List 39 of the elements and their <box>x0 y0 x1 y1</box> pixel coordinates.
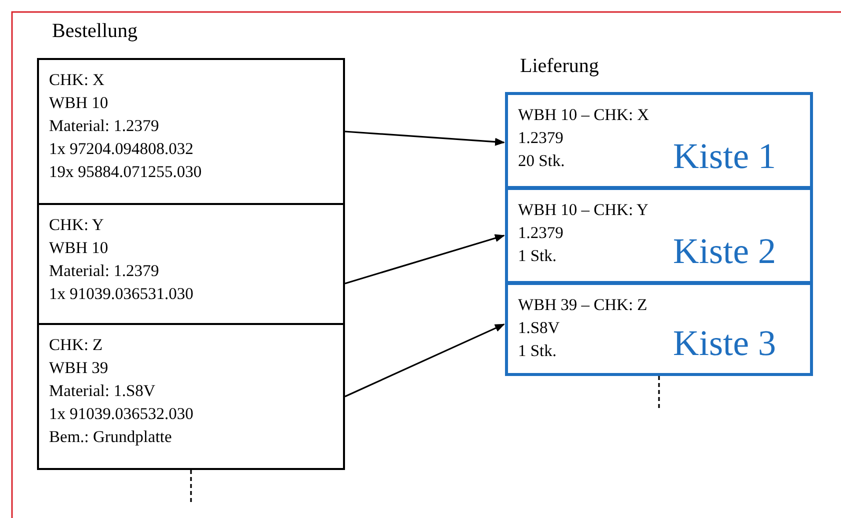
crate-number: Kiste 3 <box>673 323 776 363</box>
detail-text: 1.2379 <box>518 222 564 244</box>
group-heading: Bestellung <box>52 20 138 43</box>
detail-text: CHK: Y <box>49 214 104 236</box>
crate-box <box>505 92 813 189</box>
dashed-line <box>658 376 660 410</box>
detail-text: 1 Stk. <box>518 245 557 267</box>
detail-text: 1.S8V <box>518 317 560 339</box>
crate-number: Kiste 1 <box>673 136 776 176</box>
crate-number: Kiste 2 <box>673 231 776 271</box>
detail-text: WBH 39 – CHK: Z <box>518 294 648 316</box>
detail-text: WBH 10 <box>49 237 108 259</box>
detail-text: Bem.: Grundplatte <box>49 426 172 448</box>
detail-text: Material: 1.2379 <box>49 260 159 282</box>
detail-text: 1 Stk. <box>518 340 557 362</box>
crate-box <box>505 282 813 376</box>
detail-text: CHK: Z <box>49 334 103 356</box>
detail-text: 1x 91039.036532.030 <box>49 403 194 425</box>
arrow <box>344 234 505 284</box>
detail-text: WBH 39 <box>49 357 108 379</box>
dashed-line <box>190 470 192 504</box>
order-box <box>37 203 345 325</box>
detail-text: Material: 1.S8V <box>49 380 156 402</box>
arrow <box>344 324 505 398</box>
detail-text: WBH 10 <box>49 92 108 114</box>
order-box <box>37 323 345 470</box>
detail-text: 20 Stk. <box>518 150 565 172</box>
order-box <box>37 58 345 205</box>
detail-text: WBH 10 – CHK: Y <box>518 199 648 221</box>
detail-text: Material: 1.2379 <box>49 115 159 137</box>
detail-text: 1x 97204.094808.032 <box>49 138 194 160</box>
crate-box <box>505 187 813 284</box>
group-heading: Lieferung <box>520 55 599 78</box>
detail-text: CHK: X <box>49 69 104 91</box>
arrow <box>344 130 505 146</box>
detail-text: 1x 91039.036531.030 <box>49 283 194 305</box>
detail-text: 19x 95884.071255.030 <box>49 161 202 183</box>
detail-text: WBH 10 – CHK: X <box>518 104 650 126</box>
detail-text: 1.2379 <box>518 127 564 149</box>
